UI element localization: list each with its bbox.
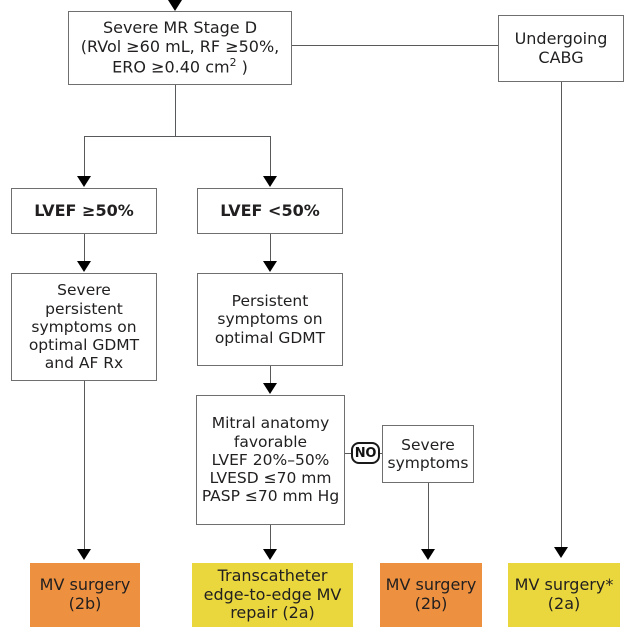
- edge-label-no: NO: [351, 442, 380, 464]
- connector-persistent-down: [270, 366, 271, 386]
- mitral-anatomy-line3: LVEF 20%–50%: [211, 450, 330, 469]
- connector-severe-symptoms-down: [428, 483, 429, 551]
- arrow-into-teer: [263, 549, 277, 560]
- node-mv-surgery-2b-left[interactable]: MV surgery (2b): [30, 563, 140, 627]
- severe-persistent-line3: symptoms on: [31, 317, 137, 336]
- severe-mr-line1: Severe MR Stage D: [102, 18, 258, 38]
- connector-cabg-down: [561, 82, 562, 548]
- severe-persistent-line1: Severe: [57, 281, 111, 300]
- severe-symptoms-line1: Severe: [401, 435, 455, 454]
- arrow-into-mitral-anatomy: [263, 383, 277, 394]
- connector-severe-persistent-down: [84, 381, 85, 551]
- node-mitral-anatomy[interactable]: Mitral anatomy favorable LVEF 20%–50% LV…: [196, 395, 345, 525]
- mv-surgery-2b-right-line1: MV surgery: [385, 575, 477, 595]
- severe-persistent-line5: and AF Rx: [44, 354, 124, 373]
- node-mv-surgery-2b-right[interactable]: MV surgery (2b): [380, 563, 482, 627]
- mv-surgery-2a-line1: MV surgery*: [514, 575, 614, 595]
- severe-mr-line3-b: ): [236, 57, 248, 77]
- node-mv-surgery-2a[interactable]: MV surgery* (2a): [508, 563, 620, 627]
- teer-line1: Transcatheter: [217, 565, 328, 585]
- severe-symptoms-line2: symptoms: [387, 454, 469, 472]
- connector-lvef-high-down: [84, 234, 85, 262]
- arrow-into-mv-surgery-2b-left: [77, 549, 91, 560]
- teer-line3: repair (2a): [230, 603, 315, 623]
- node-persistent-symptoms[interactable]: Persistent symptoms on optimal GDMT: [197, 273, 343, 366]
- arrow-into-severe-persistent: [77, 261, 91, 272]
- connector-severe-mr-to-cabg: [292, 45, 498, 46]
- arrow-into-lvef-low: [263, 176, 277, 187]
- mv-surgery-2b-left-line1: MV surgery: [39, 575, 131, 595]
- connector-mitral-down: [270, 525, 271, 551]
- node-severe-persistent-symptoms[interactable]: Severe persistent symptoms on optimal GD…: [11, 273, 157, 381]
- severe-mr-line3-a: ERO ≥0.40 cm: [112, 57, 230, 77]
- connector-lvef-low-down: [270, 234, 271, 262]
- severe-persistent-line2: persistent: [45, 299, 123, 318]
- arrow-into-persistent: [263, 261, 277, 272]
- connector-severe-mr-down: [175, 85, 176, 137]
- persistent-line3: optimal GDMT: [214, 328, 326, 347]
- arrow-into-mv-surgery-2b-right: [421, 549, 435, 560]
- connector-branch-left: [84, 136, 85, 178]
- arrow-into-severe-mr: [168, 0, 182, 11]
- mv-surgery-2b-left-line2: (2b): [68, 594, 102, 613]
- severe-persistent-line4: optimal GDMT: [28, 336, 140, 355]
- node-lvef-high[interactable]: LVEF ≥50%: [11, 188, 157, 234]
- connector-branch-right: [270, 136, 271, 178]
- node-transcatheter-teer[interactable]: Transcatheter edge-to-edge MV repair (2a…: [192, 563, 353, 627]
- mitral-anatomy-line1: Mitral anatomy: [211, 414, 330, 433]
- persistent-line2: symptoms on: [217, 310, 323, 329]
- cabg-line1: Undergoing: [514, 28, 608, 48]
- arrow-into-mv-surgery-2a: [554, 547, 568, 558]
- lvef-low-label: LVEF <50%: [220, 200, 320, 220]
- mitral-anatomy-line5: PASP ≤70 mm Hg: [201, 487, 340, 506]
- node-undergoing-cabg[interactable]: Undergoing CABG: [498, 15, 624, 82]
- mv-surgery-2a-line2: (2a): [547, 594, 581, 613]
- arrow-into-lvef-high: [77, 176, 91, 187]
- node-severe-mr-stage-d[interactable]: Severe MR Stage D (RVol ≥60 mL, RF ≥50%,…: [68, 11, 292, 85]
- persistent-line1: Persistent: [231, 292, 309, 311]
- connector-split-bar: [84, 136, 271, 137]
- teer-line2: edge-to-edge MV: [203, 584, 342, 604]
- mitral-anatomy-line4: LVESD ≤70 mm: [209, 469, 332, 488]
- lvef-high-label: LVEF ≥50%: [34, 200, 134, 220]
- severe-mr-line3-superscript: 2: [229, 55, 237, 69]
- node-severe-symptoms[interactable]: Severe symptoms: [382, 425, 474, 483]
- mv-surgery-2b-right-line2: (2b): [414, 594, 448, 613]
- severe-mr-line2: (RVol ≥60 mL, RF ≥50%,: [80, 36, 280, 56]
- node-lvef-low[interactable]: LVEF <50%: [197, 188, 343, 234]
- edge-label-no-text: NO: [354, 445, 377, 461]
- cabg-line2: CABG: [538, 47, 584, 67]
- mitral-anatomy-line2: favorable: [233, 432, 308, 451]
